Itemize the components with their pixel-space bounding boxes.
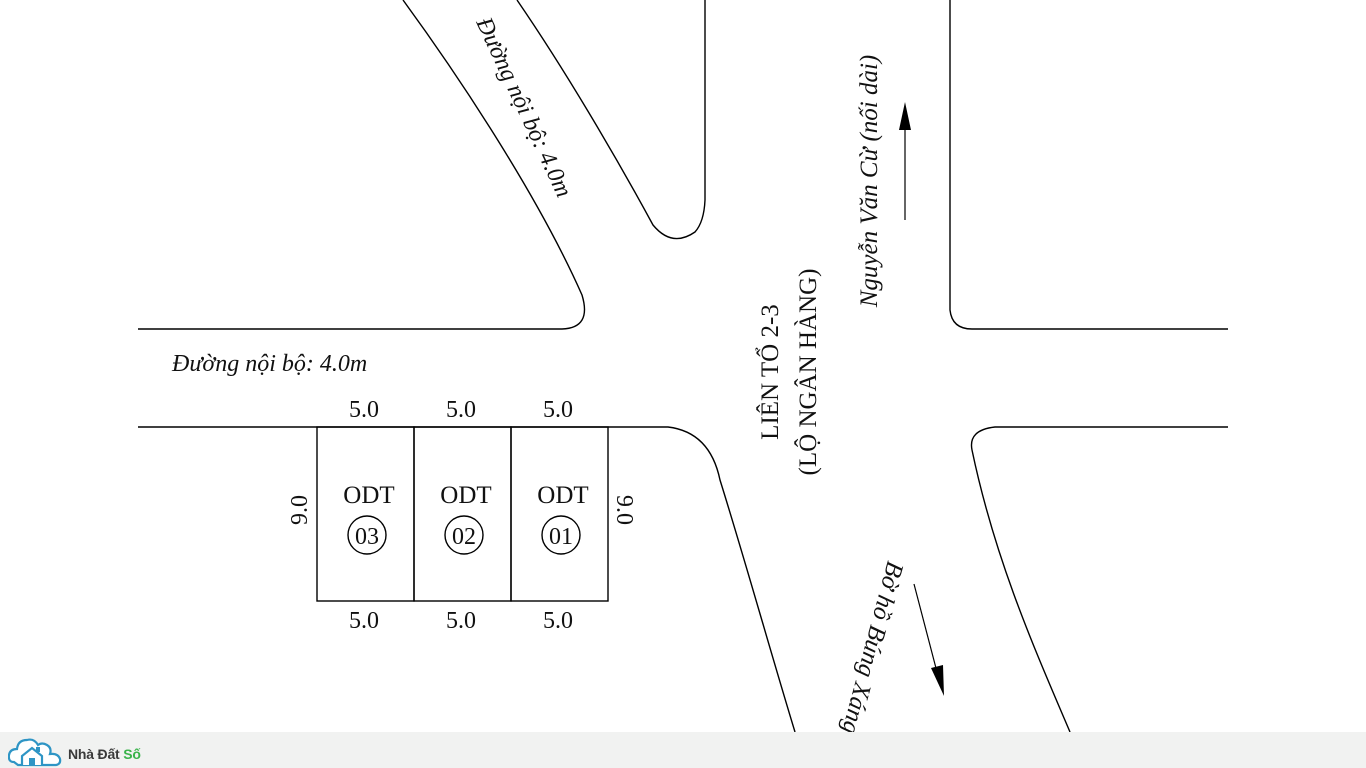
lot-depth-left: 9.0: [287, 495, 313, 525]
lot-03-boundary: [316, 426, 415, 602]
brand-name: Nhà Đất Số: [68, 746, 141, 762]
lot-02-boundary: [413, 426, 512, 602]
inner-road-diagonal-label: Đường nội bộ: 4.0m: [470, 13, 576, 202]
inner-road-horizontal-lower-edge: [138, 426, 796, 732]
south-arrow-icon: [913, 583, 944, 696]
lot-02-number-circle: [444, 515, 484, 555]
lot-02-top-width: 5.0: [446, 397, 476, 423]
main-road-name-line2: (LỘ NGÂN HÀNG): [794, 269, 822, 476]
inner-road-horizontal-label: Đường nội bộ: 4.0m: [171, 351, 367, 377]
lot-01-number-circle: [541, 515, 581, 555]
lot-03-type: ODT: [343, 482, 394, 509]
south-direction-label: Bờ hồ Búng Xáng: [836, 558, 908, 732]
north-arrow-icon: [899, 102, 911, 220]
footer-bar: Nhà Đất Số: [0, 732, 1366, 768]
main-road-east-edge-south: [970, 426, 1228, 732]
land-plot-diagram: 5.0 5.0 5.0 5.0 5.0 5.0 ODT ODT ODT 03 0…: [138, 0, 1228, 732]
lot-02-number: 02: [452, 524, 476, 550]
lot-02-bottom-width: 5.0: [446, 608, 476, 634]
lot-01-number: 01: [549, 524, 573, 550]
lot-01-type: ODT: [537, 482, 588, 509]
main-road-east-edge-north: [949, 0, 1228, 330]
house-cloud-icon: [8, 738, 62, 767]
inner-road-diagonal-outer-edge: [138, 0, 586, 330]
lot-03-number: 03: [355, 524, 379, 550]
lot-03-number-circle: [347, 515, 387, 555]
lot-01-top-width: 5.0: [543, 397, 573, 423]
inner-road-diagonal-inner-edge: [516, 0, 706, 240]
lot-01-boundary: [510, 426, 609, 602]
lot-depth-right: 9.0: [611, 495, 637, 525]
lot-03-top-width: 5.0: [349, 397, 379, 423]
lot-01-bottom-width: 5.0: [543, 608, 573, 634]
lot-03-bottom-width: 5.0: [349, 608, 379, 634]
brand-name-main: Nhà Đất: [68, 746, 124, 762]
lots-group: 5.0 5.0 5.0 5.0 5.0 5.0 ODT ODT ODT 03 0…: [287, 397, 637, 634]
main-road-name-line1: LIÊN TỔ 2-3: [755, 304, 784, 440]
lot-02-type: ODT: [440, 482, 491, 509]
north-direction-label: Nguyễn Văn Cừ (nối dài): [856, 55, 883, 309]
brand-name-accent: Số: [123, 746, 141, 762]
brand-logo[interactable]: Nhà Đất Số: [8, 732, 141, 768]
